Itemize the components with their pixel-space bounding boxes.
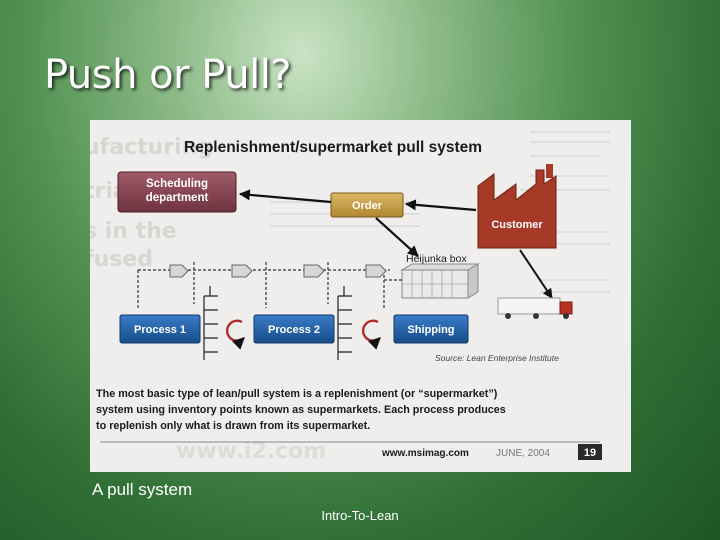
customer-factory-icon: Customer: [477, 164, 557, 249]
order-label: Order: [352, 200, 383, 212]
process-1-box: Process 1: [119, 314, 201, 344]
slide-title: Push or Pull?: [44, 52, 292, 98]
magazine-date: JUNE, 2004: [496, 448, 550, 459]
description-line-3: to replenish only what is drawn from its…: [96, 420, 370, 432]
slide-caption: A pull system: [92, 480, 193, 499]
page-number-badge: [578, 444, 602, 460]
svg-text:fused: fused: [90, 247, 153, 272]
magazine-url: www.msimag.com: [381, 448, 469, 459]
watermark-url: www.i2.com: [176, 439, 326, 464]
scheduling-label-line2: department: [146, 192, 209, 204]
shipping-label: Shipping: [407, 324, 454, 336]
process-2-box: Process 2: [253, 314, 335, 344]
customer-label: Customer: [491, 219, 543, 231]
order-box: Order: [330, 192, 404, 218]
heijunka-label: Heijunka box: [406, 253, 467, 265]
description-line-1: The most basic type of lean/pull system …: [96, 388, 498, 400]
scheduling-department-box: Scheduling department: [117, 171, 237, 213]
svg-text:s in the: s in the: [90, 219, 177, 244]
cycle-arrow-icons: [225, 319, 381, 350]
supermarket-shelf-icons: [203, 286, 352, 360]
slide-footer: Intro-To-Lean: [321, 508, 399, 523]
process-1-label: Process 1: [134, 324, 186, 336]
page-number: 19: [584, 447, 596, 459]
pull-system-figure: ufacturing trial Cu s in the fused Reple…: [90, 120, 631, 472]
order-to-heijunka-arrow: [375, 217, 419, 257]
shipping-box: Shipping: [393, 314, 469, 344]
customer-to-order-arrow: [404, 199, 477, 212]
kanban-card-icons: [169, 264, 387, 278]
pull-system-diagram: ufacturing trial Cu s in the fused Reple…: [90, 131, 610, 464]
source-note: Source: Lean Enterprise Institute: [435, 353, 559, 363]
description-line-2: system using inventory points known as s…: [96, 404, 506, 416]
figure-heading: Replenishment/supermarket pull system: [184, 139, 482, 156]
order-to-scheduling-arrow: [238, 189, 332, 204]
delivery-truck-icon: [497, 297, 573, 319]
svg-text:ufacturing: ufacturing: [90, 135, 213, 160]
heijunka-box-icon: [400, 263, 480, 299]
truck-to-customer-arrow: [519, 249, 553, 299]
scheduling-label-line1: Scheduling: [146, 178, 208, 190]
process-2-label: Process 2: [268, 324, 320, 336]
